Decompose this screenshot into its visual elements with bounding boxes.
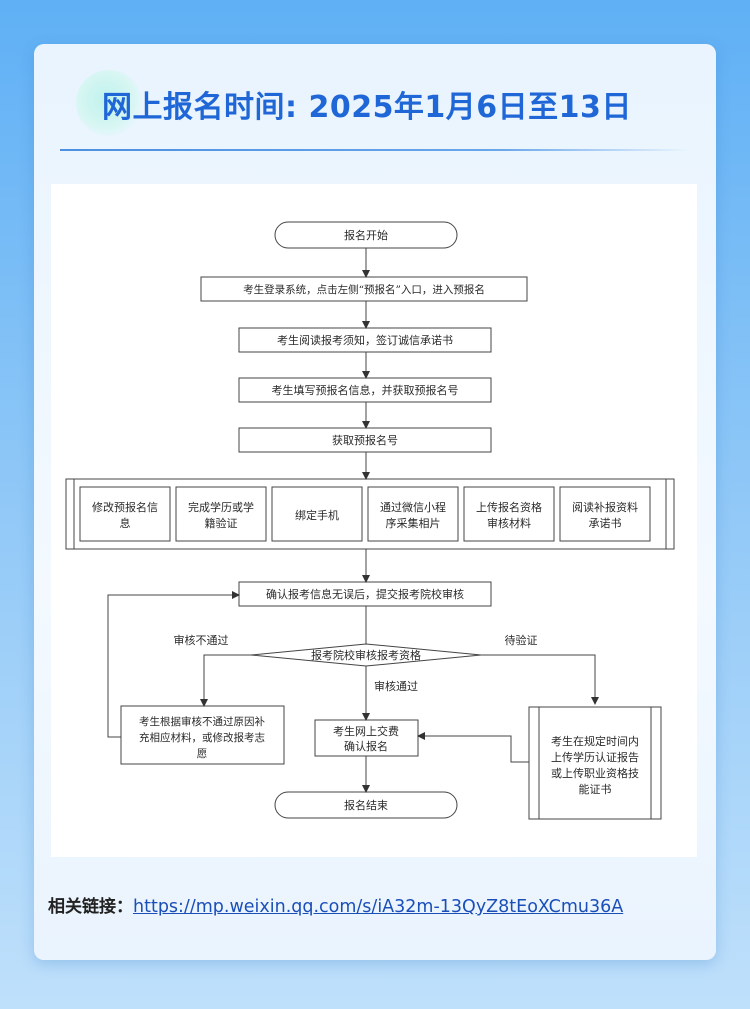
parallel-2-line1: 完成学历或学	[188, 500, 254, 514]
pending-line4: 能证书	[579, 782, 612, 796]
label-fail: 审核不通过	[174, 633, 229, 647]
parallel-2-line2: 籍验证	[205, 516, 238, 530]
label-pending: 待验证	[505, 633, 538, 647]
pending-box	[528, 706, 662, 820]
step2-box	[238, 327, 492, 353]
related-link-label: 相关链接：	[48, 897, 133, 917]
parallel-box-3	[271, 486, 363, 542]
related-link-url[interactable]: https://mp.weixin.qq.com/s/iA32m-13QyZ8t…	[133, 897, 624, 917]
pay-line2: 确认报名	[344, 739, 388, 753]
step4-label: 获取预报名号	[332, 433, 398, 447]
end-terminal	[274, 791, 458, 819]
confirm-label: 确认报考信息无误后，提交报考院校审核	[266, 587, 464, 601]
parallel-1-line1: 修改预报名信	[92, 500, 158, 514]
arrow-pending-pay	[417, 732, 529, 763]
parallel-box-2	[175, 486, 267, 542]
fail-line1: 考生根据审核不通过原因补	[139, 715, 265, 728]
parallel-3-line1: 绑定手机	[295, 508, 339, 522]
title-decoration	[76, 70, 142, 136]
start-label: 报名开始	[344, 228, 388, 242]
pay-line1: 考生网上交费	[333, 724, 399, 738]
parallel-1-line2: 息	[120, 516, 131, 530]
parallel-box-5	[463, 486, 555, 542]
step3-label: 考生填写预报名信息，并获取预报名号	[272, 383, 459, 397]
fail-line2: 充相应材料，或修改报考志	[139, 731, 265, 744]
parallel-6-line2: 承诺书	[589, 517, 622, 530]
decision-label: 报考院校审核报考资格	[311, 648, 421, 662]
step4-box	[238, 427, 492, 453]
arrow-fail-loop	[107, 591, 240, 738]
parallel-5-line2: 审核材料	[487, 516, 531, 530]
fail-box	[120, 705, 285, 765]
page-title: 网上报名时间: 2025年1月6日至13日	[102, 90, 632, 125]
arrow-pending	[481, 654, 599, 705]
parallel-4-line1: 通过微信小程	[380, 500, 446, 514]
parallel-6-line1: 阅读补报资料	[572, 500, 638, 514]
related-link-row: 相关链接：https://mp.weixin.qq.com/s/iA32m-13…	[48, 892, 623, 917]
fail-line3: 愿	[197, 748, 208, 760]
step1-box	[200, 276, 528, 302]
end-label: 报名结束	[344, 798, 388, 812]
step2-label: 考生阅读报考须知，签订诚信承诺书	[277, 333, 453, 347]
parallel-box-4	[367, 486, 459, 542]
parallel-box-1	[79, 486, 171, 542]
registration-flowchart: 报名开始 考生登录系统，点击左侧“预报名”入口，进入预报名 考生阅读报考须知，签…	[65, 221, 675, 820]
label-pass: 审核通过	[374, 679, 418, 693]
flowchart-panel: 报名开始 考生登录系统，点击左侧“预报名”入口，进入预报名 考生阅读报考须知，签…	[51, 184, 697, 857]
step1-label: 考生登录系统，点击左侧“预报名”入口，进入预报名	[243, 283, 485, 296]
parallel-box-6	[559, 486, 651, 542]
step3-box	[238, 377, 492, 403]
pending-line1: 考生在规定时间内	[551, 734, 639, 748]
parallel-4-line2: 序采集相片	[386, 516, 441, 530]
info-card: 网上报名时间: 2025年1月6日至13日	[34, 44, 716, 960]
title-divider	[60, 149, 690, 151]
pending-line2: 上传学历认证报告	[551, 750, 639, 764]
parallel-container	[65, 478, 675, 550]
parallel-5-line1: 上传报名资格	[476, 500, 542, 514]
pending-line3: 或上传职业资格技	[551, 766, 639, 780]
arrow-fail	[200, 654, 251, 707]
